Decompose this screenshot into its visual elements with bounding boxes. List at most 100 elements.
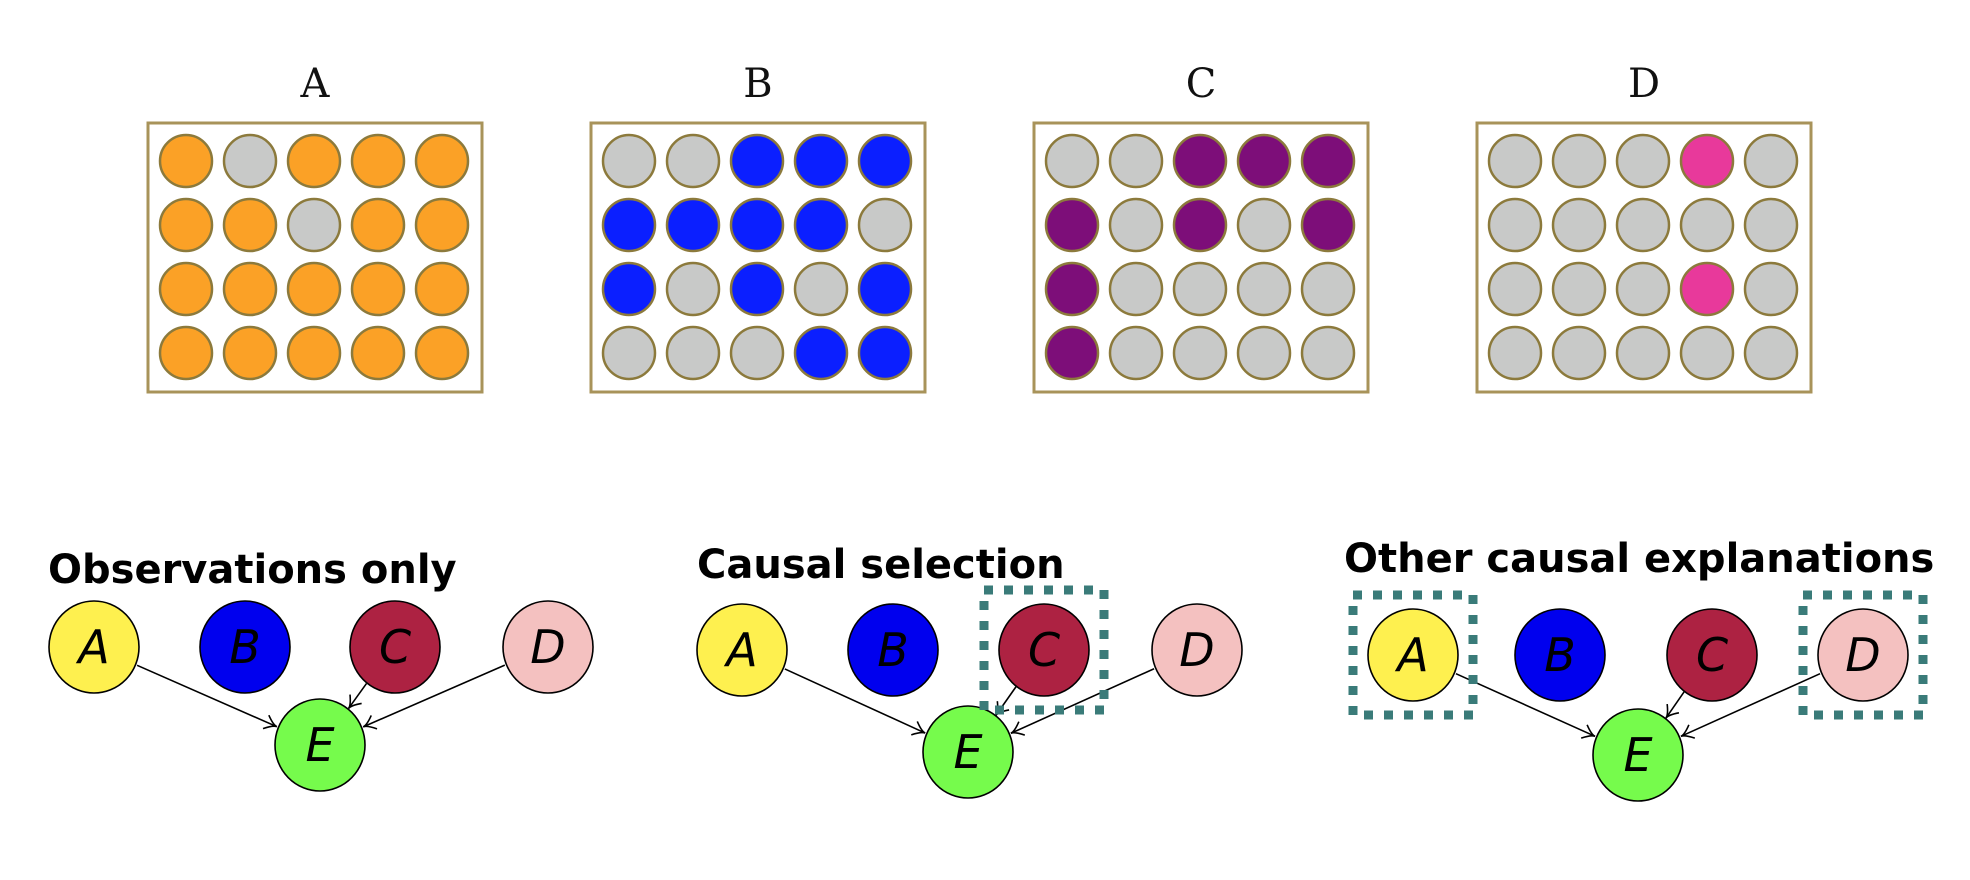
edge-c-e: [1665, 691, 1685, 719]
empty-dot: [857, 197, 913, 253]
filled-dot: [350, 261, 406, 317]
diagram-title: Causal selection: [697, 542, 1065, 588]
node-b: [847, 603, 939, 697]
filled-dot: [1679, 133, 1735, 189]
empty-dot: [1300, 325, 1356, 381]
node-label-b: B: [877, 623, 909, 677]
filled-dot: [793, 197, 849, 253]
empty-dot: [1615, 325, 1671, 381]
node-label-a: A: [75, 620, 109, 674]
empty-dot: [1743, 197, 1799, 253]
edge-d-e: [1010, 667, 1155, 735]
empty-dot: [665, 325, 721, 381]
filled-dot: [729, 261, 785, 317]
filled-dot: [286, 133, 342, 189]
empty-dot: [1487, 197, 1543, 253]
filled-dot: [414, 133, 470, 189]
empty-dot: [1743, 325, 1799, 381]
arrowhead-icon: [1665, 703, 1680, 719]
empty-dot: [1172, 261, 1228, 317]
filled-dot: [350, 325, 406, 381]
filled-dot: [601, 261, 657, 317]
arrowhead-icon: [1580, 724, 1596, 739]
diagram-title: Observations only: [48, 547, 457, 593]
node-e: [274, 698, 366, 792]
filled-dot: [729, 133, 785, 189]
node-a: [1367, 608, 1459, 702]
highlight-box: [1348, 590, 1478, 720]
filled-dot: [222, 261, 278, 317]
node-label-d: D: [530, 620, 565, 674]
filled-dot: [350, 133, 406, 189]
arrowhead-icon: [1680, 724, 1696, 739]
grid-label: A: [300, 61, 331, 107]
empty-dot: [286, 197, 342, 253]
filled-dot: [665, 197, 721, 253]
grid-label: B: [743, 61, 772, 107]
filled-dot: [857, 325, 913, 381]
filled-dot: [793, 325, 849, 381]
node-label-e: E: [953, 725, 982, 779]
node-label-b: B: [1544, 628, 1576, 682]
filled-dot: [286, 261, 342, 317]
empty-dot: [1487, 133, 1543, 189]
filled-dot: [158, 197, 214, 253]
node-a: [696, 603, 788, 697]
edge-a-e: [784, 668, 926, 734]
filled-dot: [1044, 325, 1100, 381]
node-label-b: B: [229, 620, 261, 674]
filled-dot: [414, 197, 470, 253]
filled-dot: [1300, 197, 1356, 253]
filled-dot: [158, 133, 214, 189]
empty-dot: [1551, 133, 1607, 189]
filled-dot: [729, 197, 785, 253]
filled-dot: [857, 261, 913, 317]
empty-dot: [601, 325, 657, 381]
filled-dot: [1044, 197, 1100, 253]
edge-a-e: [136, 664, 278, 728]
node-label-a: A: [1394, 628, 1428, 682]
filled-dot: [601, 197, 657, 253]
empty-dot: [1487, 325, 1543, 381]
filled-dot: [1172, 197, 1228, 253]
node-e: [1592, 708, 1684, 802]
empty-dot: [665, 133, 721, 189]
node-label-e: E: [1623, 728, 1652, 782]
empty-dot: [1300, 261, 1356, 317]
dot-grids: A B C D: [146, 61, 1813, 394]
empty-dot: [1108, 325, 1164, 381]
node-e: [922, 705, 1014, 799]
empty-dot: [1236, 325, 1292, 381]
grid-panel-c: C: [1032, 61, 1370, 394]
empty-dot: [1551, 261, 1607, 317]
filled-dot: [1300, 133, 1356, 189]
diagram-title: Other causal explanations: [1344, 536, 1934, 582]
empty-dot: [222, 133, 278, 189]
edge-a-e: [1455, 672, 1596, 738]
highlight-box: [1798, 590, 1928, 720]
node-label-c: C: [1696, 628, 1728, 682]
node-label-d: D: [1845, 628, 1880, 682]
grid-label: C: [1186, 61, 1217, 107]
filled-dot: [414, 261, 470, 317]
empty-dot: [665, 261, 721, 317]
grid-label: D: [1628, 61, 1660, 107]
node-label-c: C: [1028, 623, 1060, 677]
filled-dot: [158, 325, 214, 381]
node-c: [349, 600, 441, 694]
grid-panel-a: A: [146, 61, 484, 394]
empty-dot: [729, 325, 785, 381]
edge-d-e: [362, 664, 506, 728]
node-label-c: C: [379, 620, 411, 674]
filled-dot: [158, 261, 214, 317]
empty-dot: [1551, 197, 1607, 253]
empty-dot: [1236, 261, 1292, 317]
node-b: [199, 600, 291, 694]
filled-dot: [286, 325, 342, 381]
filled-dot: [222, 325, 278, 381]
empty-dot: [1236, 197, 1292, 253]
empty-dot: [1108, 197, 1164, 253]
